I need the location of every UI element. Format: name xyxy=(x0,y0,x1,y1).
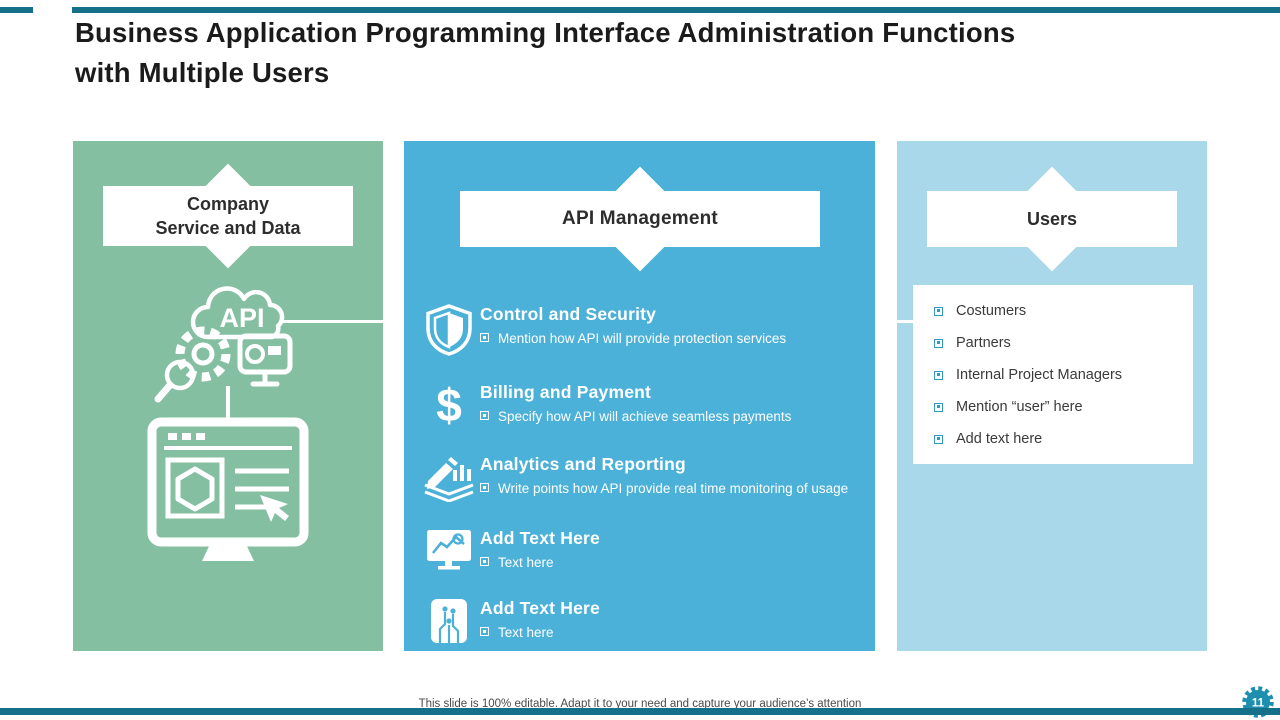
bullet-icon xyxy=(934,434,943,444)
banner-text: Users xyxy=(1026,208,1078,229)
list-item: Costumers xyxy=(913,295,1193,327)
banner-text: Company Service and Data xyxy=(155,193,301,238)
list-item-label: Costumers xyxy=(956,303,1027,319)
connector-right xyxy=(875,320,913,323)
list-item-label: Partners xyxy=(956,335,1011,351)
banner-label: API Management xyxy=(460,191,820,247)
feature-item: $ Billing and Payment Specify how API wi… xyxy=(418,382,851,428)
bullet-icon xyxy=(934,338,943,348)
feature-desc: Text here xyxy=(480,554,851,572)
api-system-illustration: API xyxy=(108,280,348,585)
feature-item: Add Text Here Text here xyxy=(418,528,851,572)
feature-title: Control and Security xyxy=(480,304,657,324)
dollar-glyph: $ xyxy=(436,379,462,431)
users-list: Costumers Partners Internal Project Mana… xyxy=(913,285,1193,464)
feature-desc: Mention how API will provide protection … xyxy=(480,330,851,348)
list-item: Internal Project Managers xyxy=(913,359,1193,391)
banner-text: API Management xyxy=(562,208,718,229)
banner-label: Company Service and Data xyxy=(103,186,353,246)
feature-title: Billing and Payment xyxy=(480,382,652,402)
feature-desc-text: Mention how API will provide protection … xyxy=(498,331,787,346)
bottom-accent-bar xyxy=(0,708,1280,715)
bullet-icon xyxy=(480,557,489,566)
bullet-icon xyxy=(934,402,943,412)
feature-desc: Specify how API will achieve seamless pa… xyxy=(480,408,851,426)
panel-company-service: Company Service and Data API xyxy=(73,141,383,651)
bullet-icon xyxy=(480,483,489,492)
bullet-icon xyxy=(934,370,943,380)
feature-desc: Text here xyxy=(480,624,851,642)
top-accent-bar xyxy=(0,7,1280,13)
bullet-icon xyxy=(480,627,489,637)
api-gear-monitor-icon: API xyxy=(147,286,309,561)
shield-icon xyxy=(418,304,480,356)
list-item: Mention “user” here xyxy=(913,391,1193,423)
circuit-icon xyxy=(418,598,480,644)
dollar-icon: $ xyxy=(418,382,480,428)
page-title: Business Application Programming Interfa… xyxy=(75,17,1016,89)
banner-label: Users xyxy=(927,191,1177,247)
bullet-icon xyxy=(934,306,943,316)
footer-note: This slide is 100% editable. Adapt it to… xyxy=(418,698,862,710)
list-item-label: Add text here xyxy=(956,431,1043,447)
panel-users: Users Costumers Partners Internal Projec… xyxy=(897,141,1207,651)
list-item-label: Internal Project Managers xyxy=(956,367,1123,383)
feature-list: Control and Security Mention how API wil… xyxy=(418,304,851,670)
users-banner: Users xyxy=(927,166,1177,272)
feature-title: Add Text Here xyxy=(480,598,600,619)
svg-text:API: API xyxy=(219,303,264,333)
list-item-label: Mention “user” here xyxy=(956,399,1083,415)
monitor-chart-icon xyxy=(418,528,480,572)
feature-item: Control and Security Mention how API wil… xyxy=(418,304,851,356)
feature-desc-text: Write points how API provide real time m… xyxy=(498,481,849,496)
panel-api-management: API Management Control and Security Ment… xyxy=(404,141,875,651)
feature-title: Analytics and Reporting xyxy=(480,454,686,474)
bullet-icon xyxy=(480,333,489,342)
feature-desc-text: Specify how API will achieve seamless pa… xyxy=(498,409,792,424)
feature-desc: Write points how API provide real time m… xyxy=(480,480,851,498)
bullet-icon xyxy=(480,411,489,420)
connector-left xyxy=(283,320,404,323)
list-item: Add text here xyxy=(913,423,1193,455)
list-item: Partners xyxy=(913,327,1193,359)
feature-title: Add Text Here xyxy=(480,528,600,548)
analytics-icon xyxy=(418,454,480,502)
api-management-banner: API Management xyxy=(460,166,820,272)
company-service-banner: Company Service and Data xyxy=(103,163,353,269)
feature-desc-text: Text here xyxy=(498,625,554,641)
feature-item: Add Text Here Text here xyxy=(418,598,851,644)
page-number: 11 xyxy=(1252,698,1265,710)
feature-item: Analytics and Reporting Write points how… xyxy=(418,454,851,502)
top-bar-notch xyxy=(33,7,72,13)
feature-desc-text: Text here xyxy=(498,555,554,570)
